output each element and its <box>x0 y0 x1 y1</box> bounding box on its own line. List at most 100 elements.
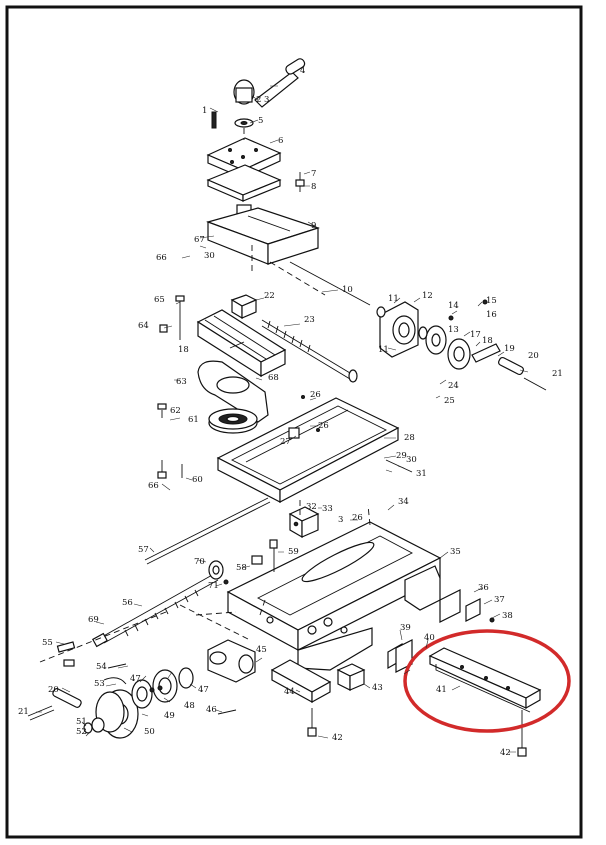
part-number-label: 15 <box>486 296 497 306</box>
part-number-label: 47 <box>198 685 209 695</box>
bolts-left <box>157 295 185 479</box>
part-number-label: 16 <box>486 310 497 320</box>
part-number-label: 52 <box>76 727 87 737</box>
part-number-label: 20 <box>48 685 59 695</box>
part-number-label: 22 <box>264 291 275 301</box>
part-number-label: 58 <box>236 563 247 573</box>
part-number-label: 26 <box>310 390 321 400</box>
bolts-58-59 <box>251 539 278 572</box>
part-number-label: 11 <box>378 345 389 355</box>
part-number-label: 6 <box>278 136 283 146</box>
saddle-block-9 <box>206 204 320 265</box>
compound-slide-28 <box>216 397 400 503</box>
part-number-label: 53 <box>94 679 105 689</box>
part-number-label: 27 <box>280 437 291 447</box>
part-number-label: 8 <box>311 182 316 192</box>
leader-lines <box>36 85 529 753</box>
part-number-label: 61 <box>188 415 199 425</box>
part-number-label: 42 <box>332 733 343 743</box>
part-number-label: 45 <box>256 645 267 655</box>
part-number-label: 33 <box>322 504 333 514</box>
part-number-label: 21 <box>552 369 563 379</box>
part-number-label: 19 <box>504 344 515 354</box>
handle-19-21 <box>448 299 547 391</box>
part-number-label: 68 <box>268 373 279 383</box>
part-number-label: 18 <box>178 345 189 355</box>
end-bracket-12 <box>376 301 419 358</box>
part-number-label: 24 <box>448 381 459 391</box>
part-number-label: 36 <box>478 583 489 593</box>
gear-70 <box>208 560 229 585</box>
part-number-label: 9 <box>311 221 316 231</box>
part-number-label: 35 <box>450 547 461 557</box>
part-number-label: 39 <box>400 623 411 633</box>
part-number-label: 63 <box>176 377 187 387</box>
handle-assembly <box>211 58 306 129</box>
part-number-label: 3 <box>264 95 269 105</box>
gibs-36-40 <box>387 589 495 673</box>
part-number-label: 12 <box>422 291 433 301</box>
bracket-45 <box>207 639 256 715</box>
part-number-label: 30 <box>204 251 215 261</box>
part-number-label: 50 <box>144 727 155 737</box>
pin-7-8 <box>295 172 305 192</box>
construction-lines <box>39 500 301 663</box>
part-number-label: 31 <box>416 469 427 479</box>
part-number-label: 3 <box>338 515 343 525</box>
part-number-label: 57 <box>138 545 149 555</box>
part-number-label: 60 <box>192 475 203 485</box>
part-number-label: 23 <box>304 315 315 325</box>
page-border <box>5 5 583 839</box>
dial-13-17 <box>418 325 471 370</box>
part-number-label: 42 <box>500 748 511 758</box>
part-number-label: 55 <box>42 638 53 648</box>
part-number-label: 20 <box>528 351 539 361</box>
part-number-label: 43 <box>372 683 383 693</box>
part-number-label: 34 <box>398 497 409 507</box>
part-number-label: 10 <box>342 285 353 295</box>
nut-22 <box>230 294 258 320</box>
saddle-35 <box>226 504 442 671</box>
part-number-label: 2 <box>256 95 261 105</box>
part-number-label: 30 <box>406 455 417 465</box>
part-number-label: 1 <box>202 106 207 116</box>
part-number-label: 70 <box>194 557 205 567</box>
part-number-label: 71 <box>208 581 219 591</box>
rod-57 <box>144 497 269 561</box>
part-number-label: 51 <box>76 717 87 727</box>
part-number-label: 59 <box>288 547 299 557</box>
part-number-label: 25 <box>444 396 455 406</box>
part-number-label: 29 <box>396 451 407 461</box>
part-number-label: 17 <box>470 330 481 340</box>
block-43 <box>336 663 366 691</box>
part-number-label: 69 <box>88 615 99 625</box>
part-number-label: 26 <box>318 421 329 431</box>
part-number-label: 67 <box>194 235 205 245</box>
part-number-label: 4 <box>300 66 305 76</box>
part-number-label: 11 <box>388 294 399 304</box>
part-number-label: 47 <box>130 674 141 684</box>
part-number-label: 13 <box>448 325 459 335</box>
gib-strip-41 <box>428 647 542 757</box>
part-number-label: 48 <box>184 701 195 711</box>
clamp-44 <box>270 659 332 737</box>
block-32 <box>288 506 320 539</box>
part-number-label: 66 <box>156 253 167 263</box>
part-number-label: 41 <box>436 685 447 695</box>
part-number-label: 44 <box>284 687 295 697</box>
part-number-label: 46 <box>206 705 217 715</box>
part-number-label: 38 <box>502 611 513 621</box>
lead-screw-10 <box>289 261 371 306</box>
swivel-base-63 <box>197 360 269 423</box>
part-number-label: 28 <box>404 433 415 443</box>
cross-slide-68 <box>196 309 287 378</box>
part-number-label: 54 <box>96 662 107 672</box>
part-number-label: 26 <box>352 513 363 523</box>
small-parts-53-55 <box>56 641 127 685</box>
part-number-label: 37 <box>494 595 505 605</box>
gear-train <box>83 667 194 739</box>
part-number-label: 18 <box>482 336 493 346</box>
part-number-label: 21 <box>18 707 29 717</box>
part-number-label: 5 <box>258 116 263 126</box>
